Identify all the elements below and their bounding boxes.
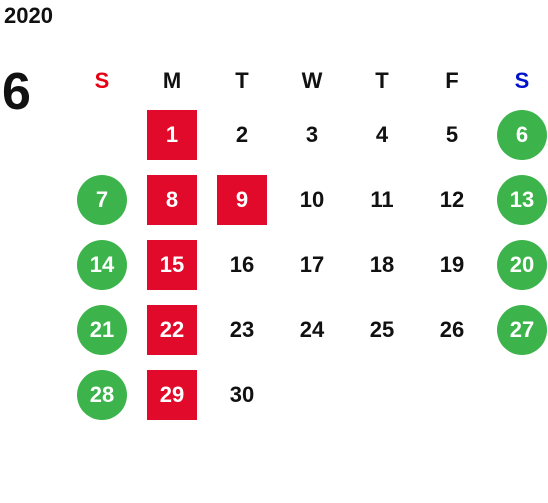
day-cell (277, 362, 347, 427)
year-label: 2020 (4, 3, 53, 28)
day-cell: 20 (487, 232, 548, 297)
day-cell: 19 (417, 232, 487, 297)
day-number: 12 (439, 186, 465, 212)
day-cell: 17 (277, 232, 347, 297)
day-cell: 3 (277, 102, 347, 167)
day-cell: 22 (137, 297, 207, 362)
day-cell (67, 102, 137, 167)
highlighted-day-circle: 6 (497, 109, 547, 160)
weekday-header-mon: M (162, 68, 182, 93)
highlighted-day-square: 9 (217, 174, 267, 225)
day-number: 3 (305, 121, 319, 147)
calendar-grid: S M T W T F S 1 2 3 4 5 6 7 8 9 10 11 12… (67, 60, 548, 427)
day-number: 10 (299, 186, 325, 212)
day-cell (347, 362, 417, 427)
day-cell: 27 (487, 297, 548, 362)
day-cell: 5 (417, 102, 487, 167)
weekday-header-fri: F (445, 68, 459, 93)
day-number (287, 370, 337, 420)
highlighted-day-square: 1 (147, 109, 197, 160)
weekday-header-wed: W (301, 68, 323, 93)
highlighted-day-circle: 21 (77, 304, 127, 355)
day-cell: 7 (67, 167, 137, 232)
day-number: 24 (299, 316, 325, 342)
day-number: 26 (439, 316, 465, 342)
day-cell: 18 (347, 232, 417, 297)
day-cell: 28 (67, 362, 137, 427)
weekday-header-sun: S (94, 68, 110, 93)
day-cell: 15 (137, 232, 207, 297)
day-number (497, 370, 547, 420)
day-number: 25 (369, 316, 395, 342)
day-cell: 12 (417, 167, 487, 232)
day-number: 11 (370, 186, 394, 212)
highlighted-day-square: 22 (147, 304, 197, 355)
highlighted-day-circle: 14 (77, 239, 127, 290)
day-cell (487, 362, 548, 427)
day-cell: 6 (487, 102, 548, 167)
day-cell: 13 (487, 167, 548, 232)
day-cell (417, 362, 487, 427)
day-number (77, 110, 127, 160)
highlighted-day-circle: 7 (77, 174, 127, 225)
day-cell: 21 (67, 297, 137, 362)
highlighted-day-square: 29 (147, 369, 197, 420)
day-cell: 10 (277, 167, 347, 232)
day-number: 17 (299, 251, 325, 277)
day-cell: 25 (347, 297, 417, 362)
weekday-header-sat: S (514, 68, 530, 93)
day-cell: 8 (137, 167, 207, 232)
day-number: 18 (369, 251, 395, 277)
day-number: 2 (235, 121, 249, 147)
day-number: 4 (375, 121, 389, 147)
day-cell: 14 (67, 232, 137, 297)
weekday-header-tue: T (235, 68, 249, 93)
month-number: 6 (2, 63, 31, 121)
day-cell: 9 (207, 167, 277, 232)
day-number: 19 (439, 251, 465, 277)
day-number: 30 (229, 381, 255, 407)
day-number (427, 370, 477, 420)
day-cell: 2 (207, 102, 277, 167)
weekday-header-thu: T (375, 68, 389, 93)
day-cell: 23 (207, 297, 277, 362)
day-cell: 11 (347, 167, 417, 232)
highlighted-day-circle: 20 (497, 239, 547, 290)
day-cell: 29 (137, 362, 207, 427)
highlighted-day-circle: 28 (77, 369, 127, 420)
day-cell: 1 (137, 102, 207, 167)
day-number: 5 (445, 121, 459, 147)
highlighted-day-circle: 27 (497, 304, 547, 355)
day-cell: 30 (207, 362, 277, 427)
day-cell: 24 (277, 297, 347, 362)
highlighted-day-circle: 13 (497, 174, 547, 225)
day-cell: 26 (417, 297, 487, 362)
highlighted-day-square: 8 (147, 174, 197, 225)
day-cell: 4 (347, 102, 417, 167)
day-number (357, 370, 407, 420)
day-number: 23 (229, 316, 255, 342)
day-number: 16 (229, 251, 255, 277)
day-cell: 16 (207, 232, 277, 297)
highlighted-day-square: 15 (147, 239, 197, 290)
